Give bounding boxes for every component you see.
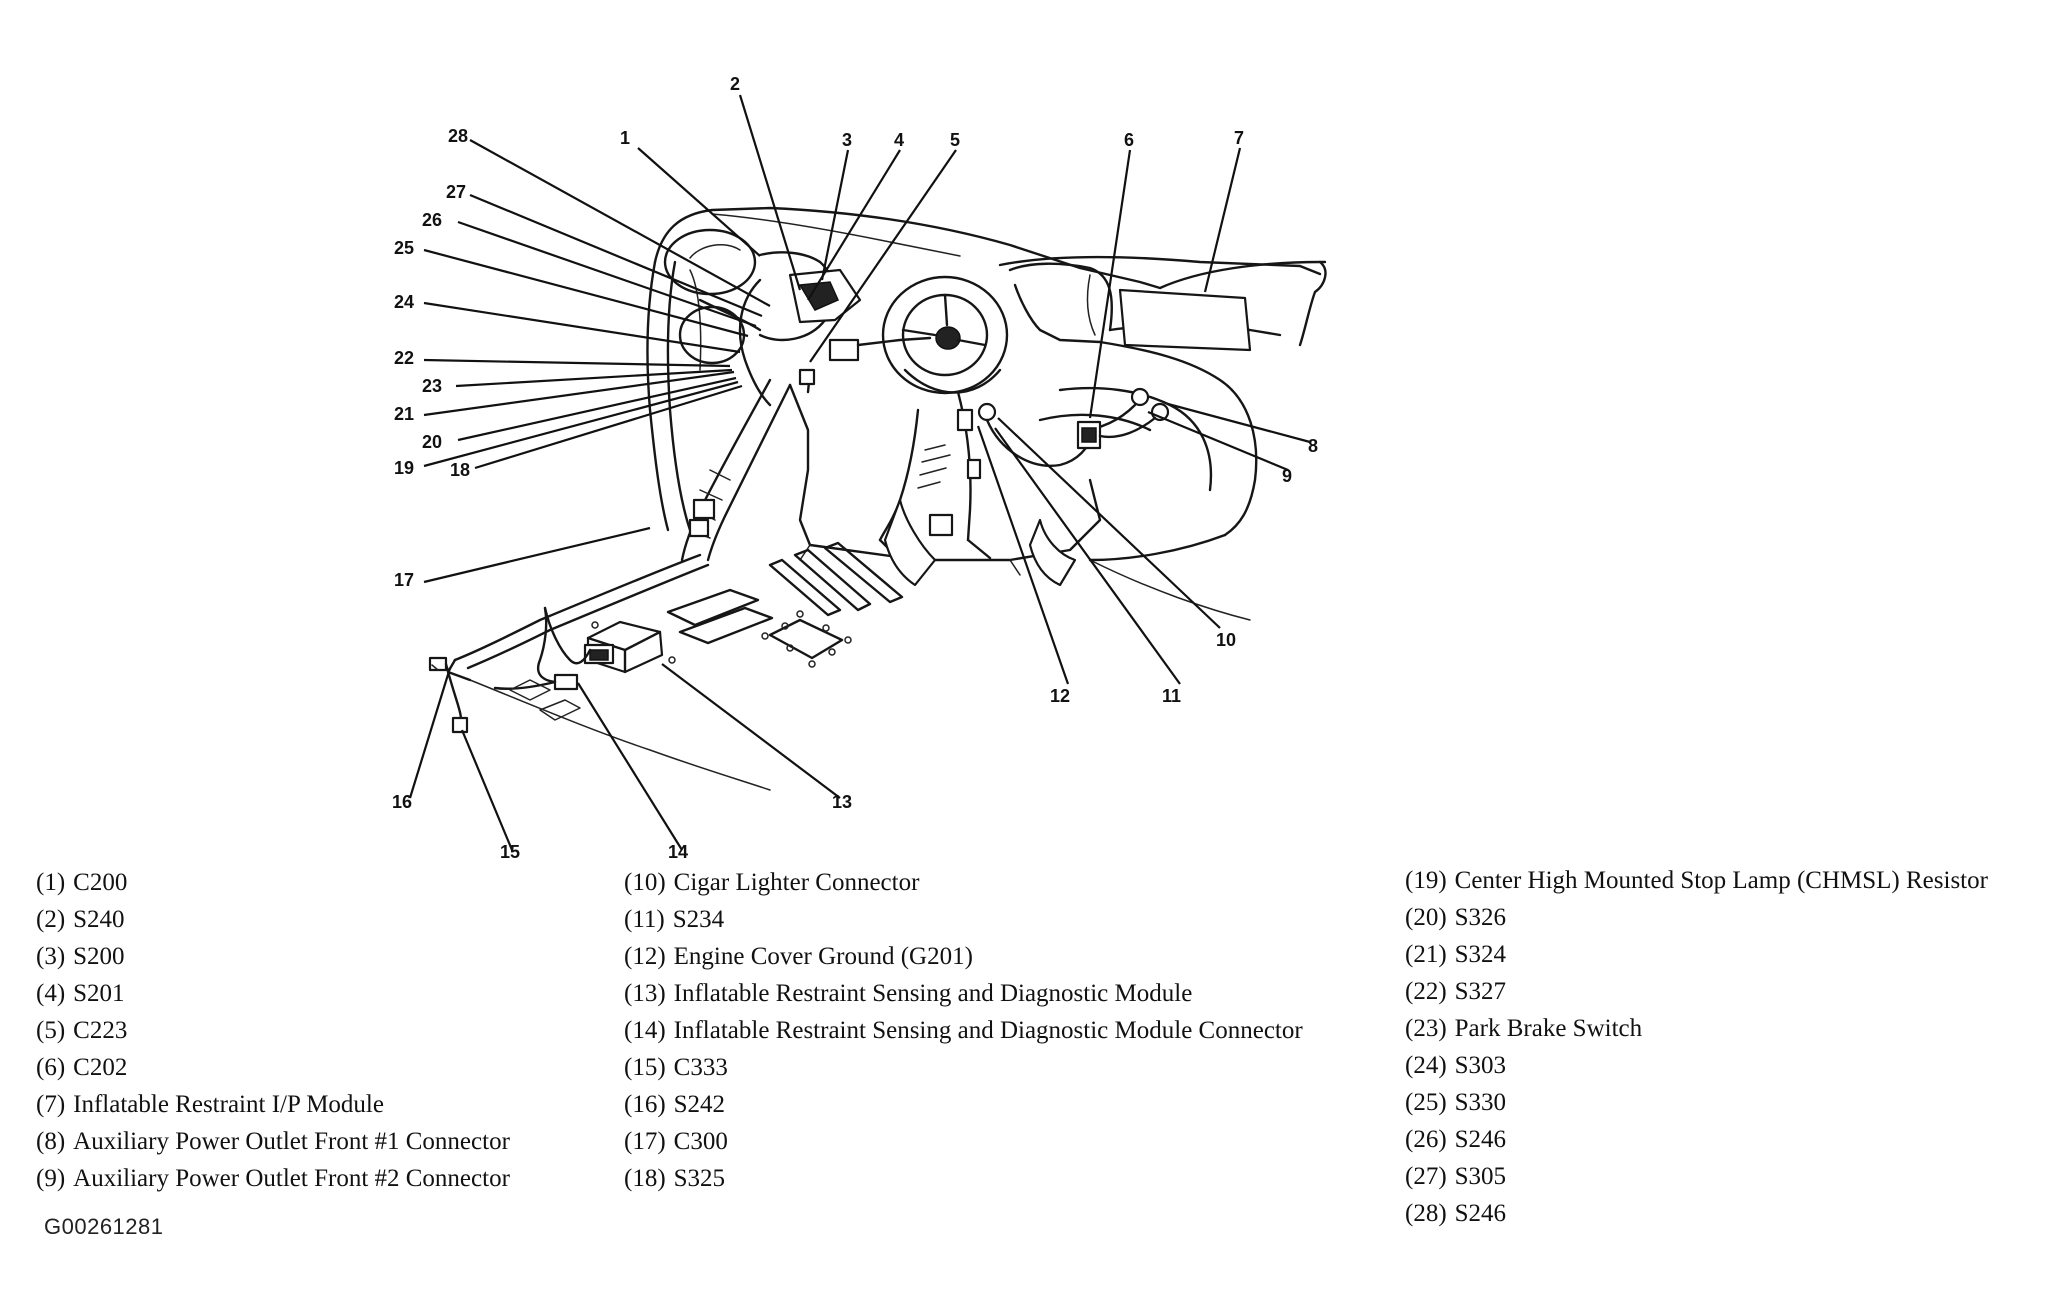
callout-24: 24 [394, 292, 414, 312]
callout-12: 12 [1050, 686, 1070, 706]
legend-item: (3)S200 [36, 943, 125, 970]
callout-10: 10 [1216, 630, 1236, 650]
legend-item: (1)C200 [36, 869, 128, 896]
legend-item: (26)S246 [1405, 1126, 1507, 1153]
callout-16: 16 [392, 792, 412, 812]
legend-item: (17)C300 [624, 1128, 728, 1155]
legend-item: (7)Inflatable Restraint I/P Module [36, 1091, 384, 1118]
callout-3: 3 [842, 130, 852, 150]
legend-item: (5)C223 [36, 1017, 128, 1044]
legend-item: (6)C202 [36, 1054, 128, 1081]
wiring-location-diagram: 1 2 3 4 5 6 7 8 9 10 11 12 13 14 15 16 1… [392, 74, 1327, 862]
legend-item: (24)S303 [1405, 1052, 1507, 1079]
legend-item: (4)S201 [36, 980, 125, 1007]
legend-item: (13)Inflatable Restraint Sensing and Dia… [624, 980, 1193, 1007]
legend-item: (14)Inflatable Restraint Sensing and Dia… [624, 1017, 1303, 1044]
callout-25: 25 [394, 238, 414, 258]
legend-item: (25)S330 [1405, 1089, 1507, 1116]
callout-14: 14 [668, 842, 688, 862]
legend-item: (27)S305 [1405, 1163, 1507, 1190]
callout-20: 20 [422, 432, 442, 452]
callout-28: 28 [448, 126, 468, 146]
leader-lines [408, 94, 1311, 851]
callout-23: 23 [422, 376, 442, 396]
callout-18: 18 [450, 460, 470, 480]
callout-2: 2 [730, 74, 740, 94]
callout-15: 15 [500, 842, 520, 862]
callout-9: 9 [1282, 466, 1292, 486]
legend-item: (21)S324 [1405, 941, 1507, 968]
callout-21: 21 [394, 404, 414, 424]
legend-item: (9)Auxiliary Power Outlet Front #2 Conne… [36, 1165, 510, 1192]
vehicle-interior-drawing [428, 206, 1327, 791]
legend-item: (10)Cigar Lighter Connector [624, 869, 920, 896]
legend-item: (15)C333 [624, 1054, 728, 1081]
legend-item: (16)S242 [624, 1091, 726, 1118]
callout-19: 19 [394, 458, 414, 478]
legend-item: (22)S327 [1405, 978, 1507, 1005]
legend-item: (12)Engine Cover Ground (G201) [624, 943, 973, 970]
callout-5: 5 [950, 130, 960, 150]
callout-26: 26 [422, 210, 442, 230]
legend-item: (23)Park Brake Switch [1405, 1015, 1643, 1042]
legend-item: (28)S246 [1405, 1200, 1507, 1227]
callout-4: 4 [894, 130, 904, 150]
callout-6: 6 [1124, 130, 1134, 150]
callout-13: 13 [832, 792, 852, 812]
callout-27: 27 [446, 182, 466, 202]
callout-numbers: 1 2 3 4 5 6 7 8 9 10 11 12 13 14 15 16 1… [392, 74, 1318, 862]
legend-item: (19)Center High Mounted Stop Lamp (CHMSL… [1405, 867, 1988, 894]
callout-17: 17 [394, 570, 414, 590]
callout-22: 22 [394, 348, 414, 368]
legend-item: (2)S240 [36, 906, 125, 933]
legend-item: (11)S234 [624, 906, 725, 933]
callout-8: 8 [1308, 436, 1318, 456]
callout-1: 1 [620, 128, 630, 148]
legend-item: (8)Auxiliary Power Outlet Front #1 Conne… [36, 1128, 510, 1155]
callout-11: 11 [1162, 686, 1181, 706]
legend-item: (20)S326 [1405, 904, 1507, 931]
legend-item: (18)S325 [624, 1165, 726, 1192]
figure-id: G00261281 [44, 1214, 164, 1239]
callout-7: 7 [1234, 128, 1244, 148]
